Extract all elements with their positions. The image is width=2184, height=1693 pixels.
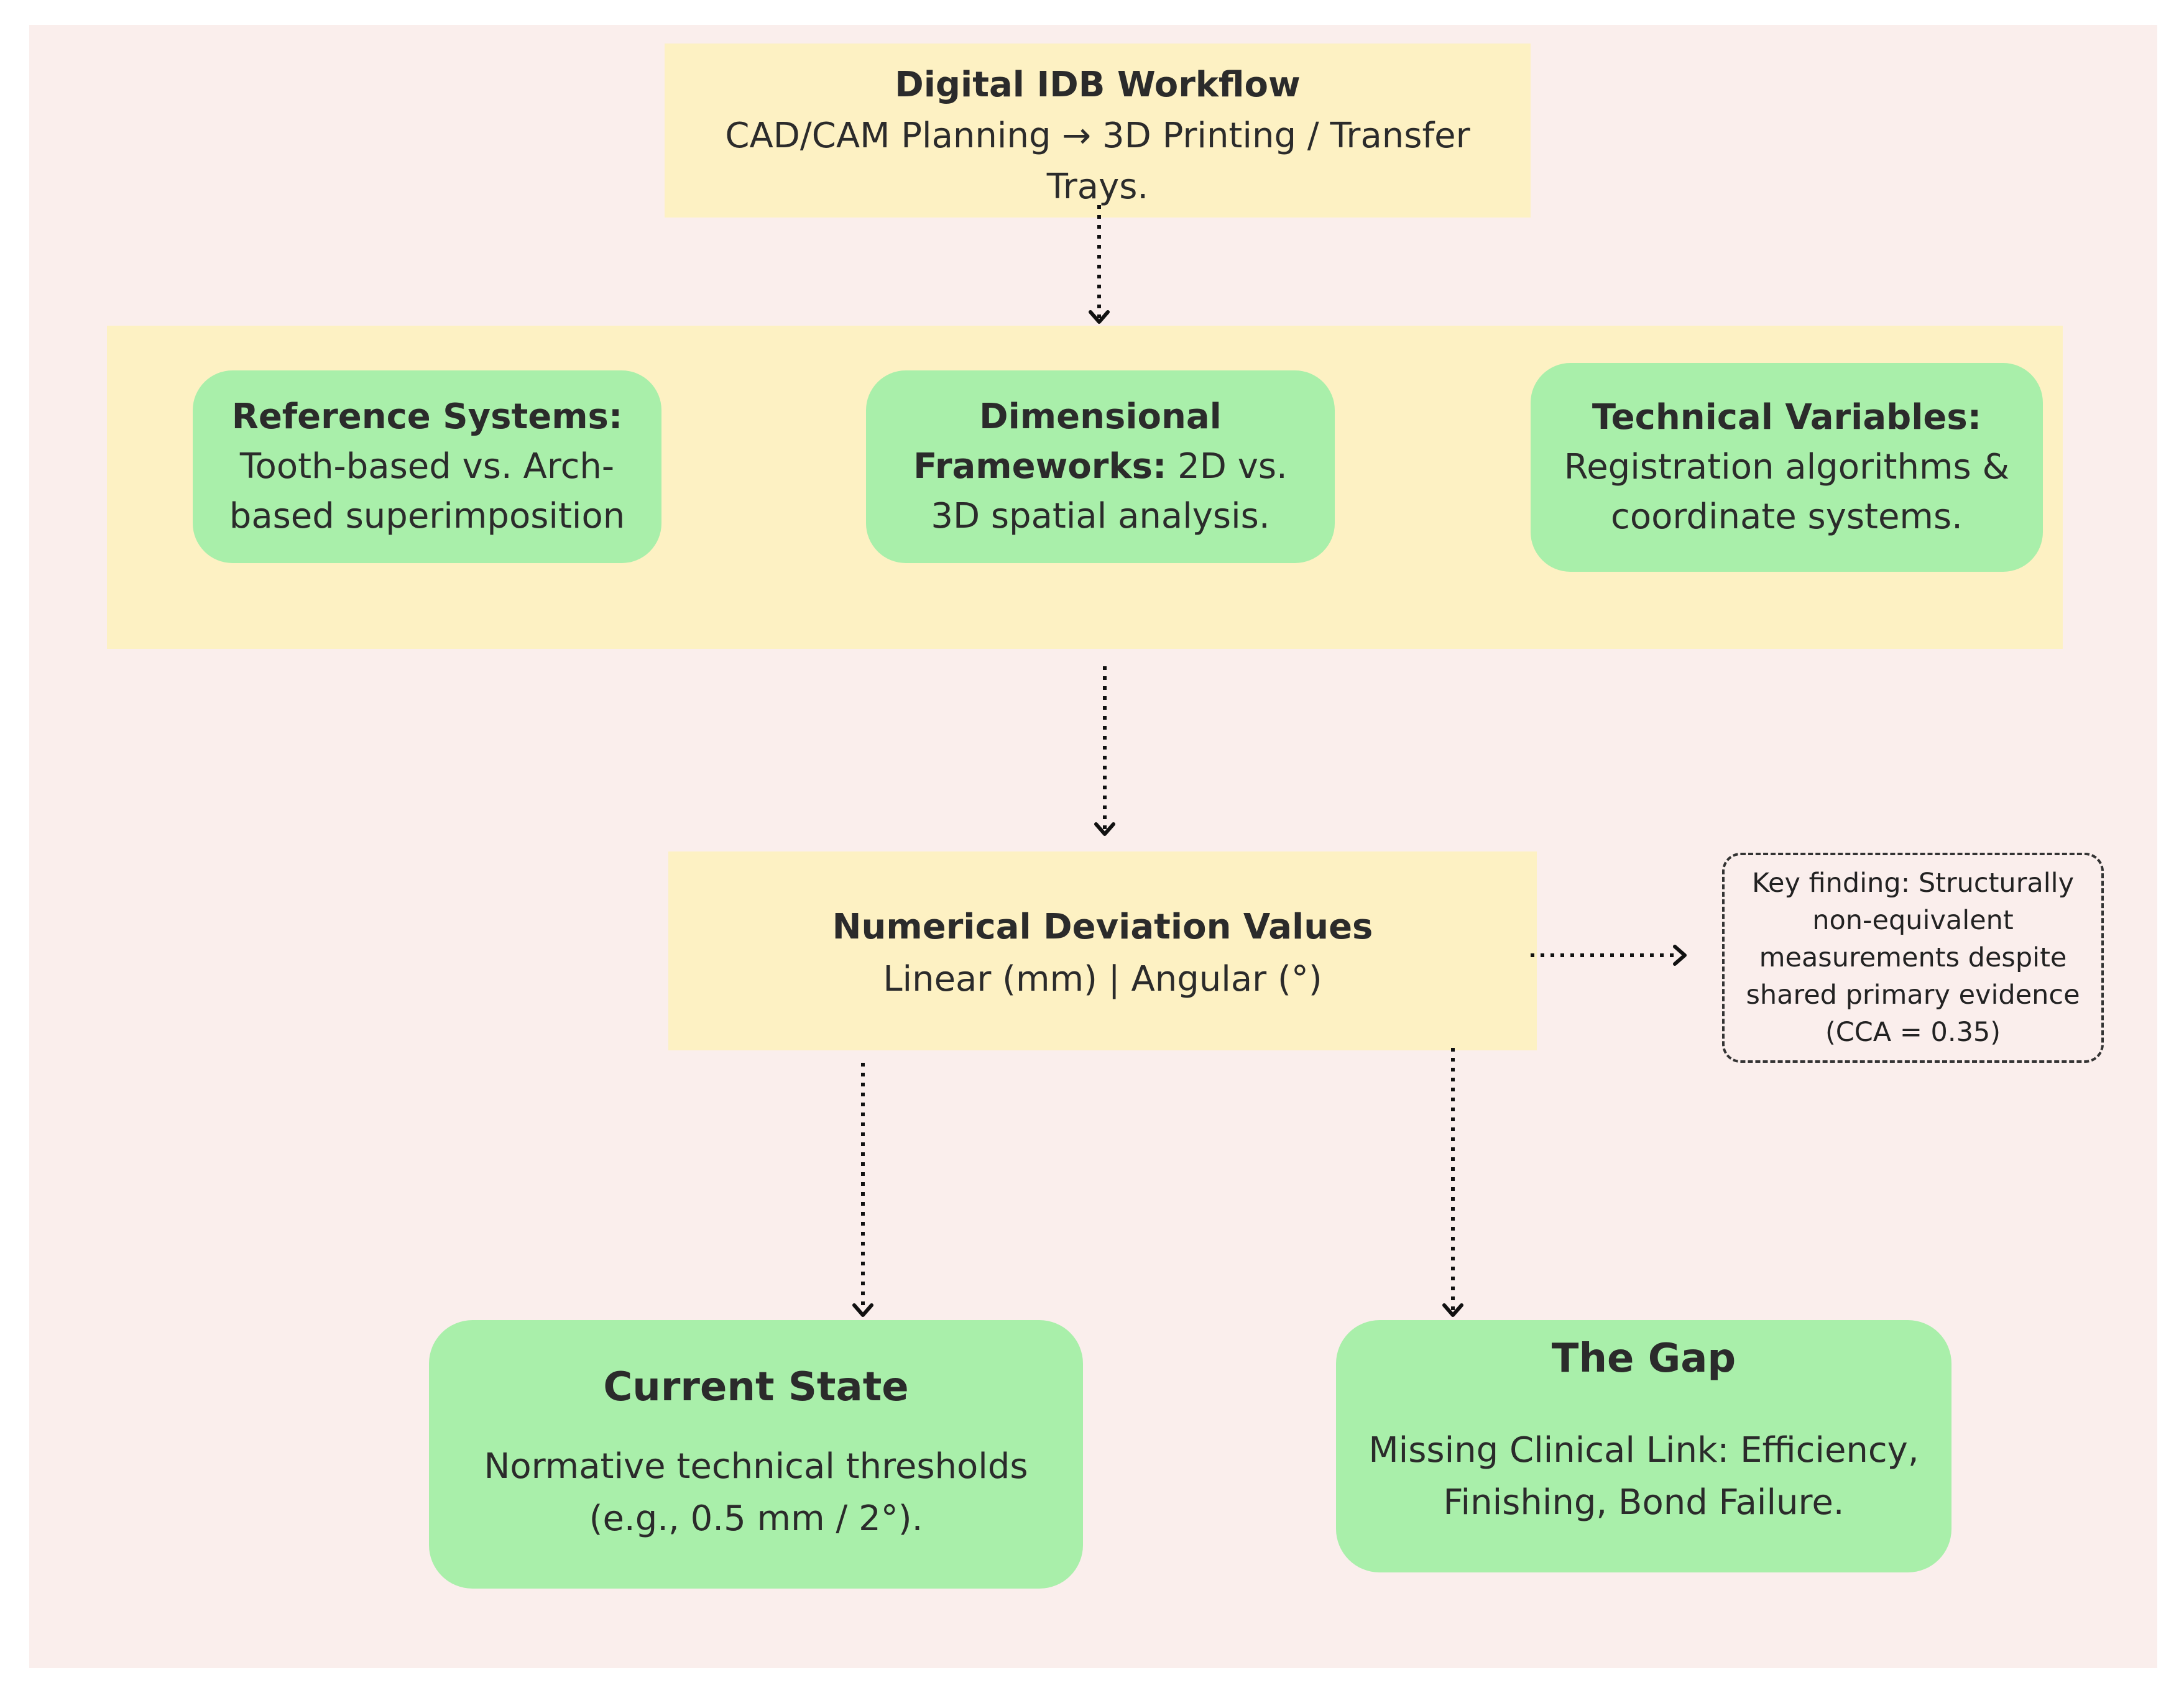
gap-title: The Gap <box>1551 1336 1736 1382</box>
workflow-description: CAD/CAM Planning → 3D Printing / Transfe… <box>725 116 1470 207</box>
dimensional-frameworks-text: 2D vs. 3D spatial analysis. <box>931 446 1288 536</box>
arrowhead-down-icon <box>1442 1303 1463 1317</box>
current-state-card: Current State Normative technical thresh… <box>429 1320 1083 1589</box>
technical-variables-card: Technical Variables: Registration algori… <box>1531 363 2043 572</box>
arrowhead-right-icon <box>1673 945 1687 966</box>
dimensional-frameworks-label: Dimensional Frameworks: <box>913 397 1222 487</box>
dimensional-frameworks-card: Dimensional Frameworks: 2D vs. 3D spatia… <box>866 370 1335 563</box>
key-finding-note: Key finding: Structurally non-equivalent… <box>1722 853 2104 1063</box>
reference-systems-text: Tooth-based vs. Arch-based superimpositi… <box>229 446 625 536</box>
deviation-values-units: Linear (mm) | Angular (°) <box>883 959 1322 999</box>
workflow-title: Digital IDB Workflow <box>895 65 1301 105</box>
reference-systems-card: Reference Systems: Tooth-based vs. Arch-… <box>193 370 661 563</box>
arrowhead-down-icon <box>852 1303 873 1317</box>
gap-card: The Gap Missing Clinical Link: Efficienc… <box>1336 1320 1951 1572</box>
technical-variables-text: Registration algorithms & coordinate sys… <box>1564 447 2010 537</box>
deviation-values-box: Numerical Deviation Values Linear (mm) |… <box>668 851 1537 1050</box>
current-state-text: Normative technical thresholds (e.g., 0.… <box>484 1446 1028 1539</box>
key-finding-text: Key finding: Structurally non-equivalent… <box>1746 868 2080 1048</box>
arrowhead-down-icon <box>1094 822 1115 836</box>
arrowhead-down-icon <box>1089 310 1110 324</box>
technical-variables-label: Technical Variables: <box>1592 397 1982 438</box>
current-state-title: Current State <box>603 1364 909 1410</box>
reference-systems-label: Reference Systems: <box>231 397 623 437</box>
deviation-values-title: Numerical Deviation Values <box>832 907 1373 947</box>
gap-text: Missing Clinical Link: Efficiency, Finis… <box>1368 1430 1919 1523</box>
workflow-box: Digital IDB Workflow CAD/CAM Planning → … <box>665 44 1531 218</box>
